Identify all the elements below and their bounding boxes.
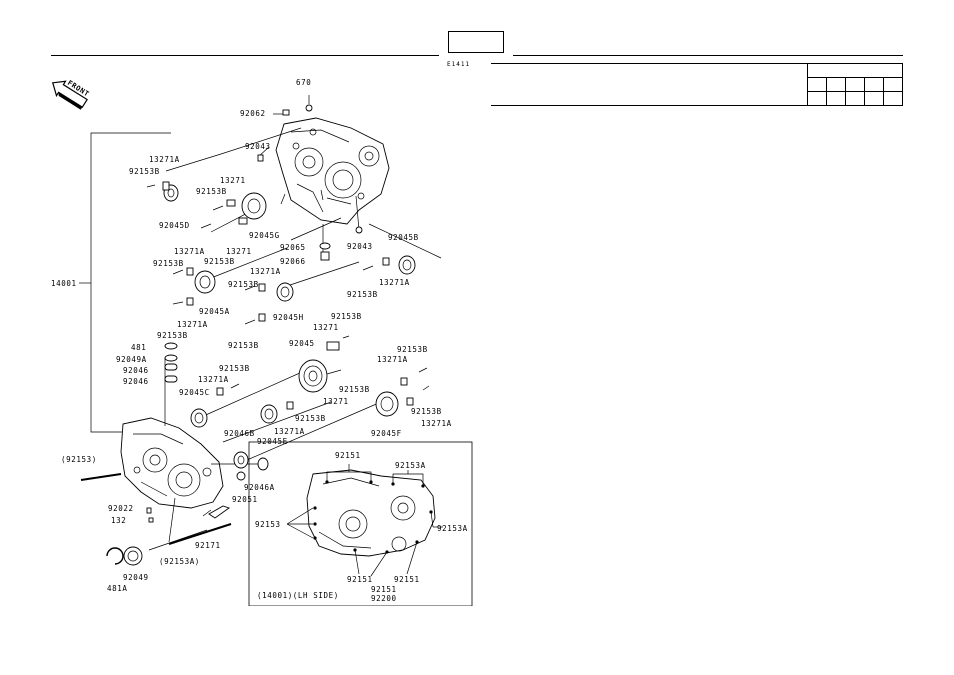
part-label: 13271A	[274, 427, 305, 436]
plug-92066	[320, 251, 330, 261]
part-labels: 670 92062 92043 13271A 92153B 92045D 921…	[51, 78, 468, 603]
part-label: 92153B	[129, 167, 160, 176]
o-ring-670	[305, 104, 313, 112]
part-label: 670	[296, 78, 311, 87]
inset-caption: (14001)(LH SIDE)	[257, 591, 339, 600]
part-label: 92153	[255, 520, 281, 529]
parts	[80, 104, 430, 566]
part-label: 13271A	[198, 375, 229, 384]
ring-481	[164, 342, 178, 350]
oil-seal-92049	[123, 546, 143, 566]
part-label: 92045B	[388, 233, 419, 242]
part-label: 13271A	[174, 247, 205, 256]
crankcase-diagram: .l { stroke:#000; stroke-width:0.7; fill…	[51, 78, 473, 606]
oil-seal-92045H	[276, 282, 294, 302]
part-label: (92153A)	[159, 557, 200, 566]
title-box	[448, 31, 504, 53]
part-label: 92049	[123, 573, 149, 582]
part-label: 92153B	[196, 187, 227, 196]
part-label: 92153B	[157, 331, 188, 340]
o-ring-92065	[319, 242, 331, 250]
part-label: (92153)	[61, 455, 97, 464]
part-label: 92065	[280, 243, 306, 252]
part-label: 92046	[123, 366, 149, 375]
part-label: 92153A	[437, 524, 468, 533]
bearing-92045F	[375, 391, 399, 417]
part-label: 92153B	[397, 345, 428, 354]
part-label: 132	[111, 516, 126, 525]
oil-seal-92046B	[233, 451, 249, 469]
part-label: 92153B	[219, 364, 250, 373]
part-label: 13271	[323, 397, 349, 406]
part-label: 92043	[347, 242, 373, 251]
bearing-92045A	[194, 270, 216, 294]
part-label: 92046	[123, 377, 149, 386]
part-label: 481	[131, 343, 146, 352]
part-label: 92043	[245, 142, 271, 151]
bearing-92045	[298, 359, 328, 393]
part-label: 92200	[371, 594, 397, 603]
part-label: 92045F	[371, 429, 402, 438]
part-label: 92022	[108, 504, 134, 513]
part-label: 13271	[313, 323, 339, 332]
part-label: 92062	[240, 109, 266, 118]
part-label: 92153B	[331, 312, 362, 321]
part-label: 92045E	[257, 437, 288, 446]
top-right-rule	[513, 55, 903, 56]
oil-seal-92045C	[190, 408, 208, 428]
crankcase-rh	[275, 117, 390, 225]
part-label: 92045H	[273, 313, 304, 322]
part-label: 92151	[335, 451, 361, 460]
part-label: 13271	[226, 247, 252, 256]
part-label: 92151	[394, 575, 420, 584]
part-label: 92046A	[244, 483, 275, 492]
guide-92171	[208, 505, 230, 519]
part-label: 13271A	[379, 278, 410, 287]
part-label: 92151	[371, 585, 397, 594]
part-label: 92171	[195, 541, 221, 550]
bearing-92045G	[241, 192, 267, 220]
part-label: 92151	[347, 575, 373, 584]
part-label: 92153B	[411, 407, 442, 416]
part-label: 13271A	[421, 419, 452, 428]
top-left-rule	[51, 55, 439, 56]
part-label: 92045C	[179, 388, 210, 397]
part-label: 13271A	[250, 267, 281, 276]
part-label: 92153A	[395, 461, 426, 470]
part-label: 13271A	[377, 355, 408, 364]
part-label: 92153B	[339, 385, 370, 394]
leader-lines	[148, 95, 442, 551]
part-label: 92045	[289, 339, 315, 348]
front-arrow-icon	[51, 80, 88, 110]
part-label: 92153B	[228, 341, 259, 350]
part-label: 92045A	[199, 307, 230, 316]
assembly-bracket	[79, 132, 171, 433]
bracket-13271	[326, 341, 340, 351]
part-label: 92153B	[204, 257, 235, 266]
part-label: 92051	[232, 495, 258, 504]
part-label: 92045G	[249, 231, 280, 240]
bearing-92045E	[260, 404, 278, 424]
part-label: 13271A	[177, 320, 208, 329]
info-table	[491, 63, 903, 106]
part-label: 92153B	[228, 280, 259, 289]
part-label: 481A	[107, 584, 127, 593]
part-label: 92153B	[153, 259, 184, 268]
part-label: 13271A	[149, 155, 180, 164]
oil-seal-92046A	[257, 457, 269, 471]
part-label: 13271	[220, 176, 246, 185]
part-label: 92066	[280, 257, 306, 266]
part-label: 92045D	[159, 221, 190, 230]
lh-side-inset	[248, 441, 473, 606]
part-label: 92046B	[224, 429, 255, 438]
crankcase-lh	[120, 417, 224, 509]
part-label: 92049A	[116, 355, 147, 364]
part-label: 92153B	[347, 290, 378, 299]
oil-seal-92045B	[398, 255, 416, 275]
part-label: 92153B	[295, 414, 326, 423]
section-code: E1411	[447, 61, 471, 68]
part-label: 14001	[51, 279, 77, 288]
